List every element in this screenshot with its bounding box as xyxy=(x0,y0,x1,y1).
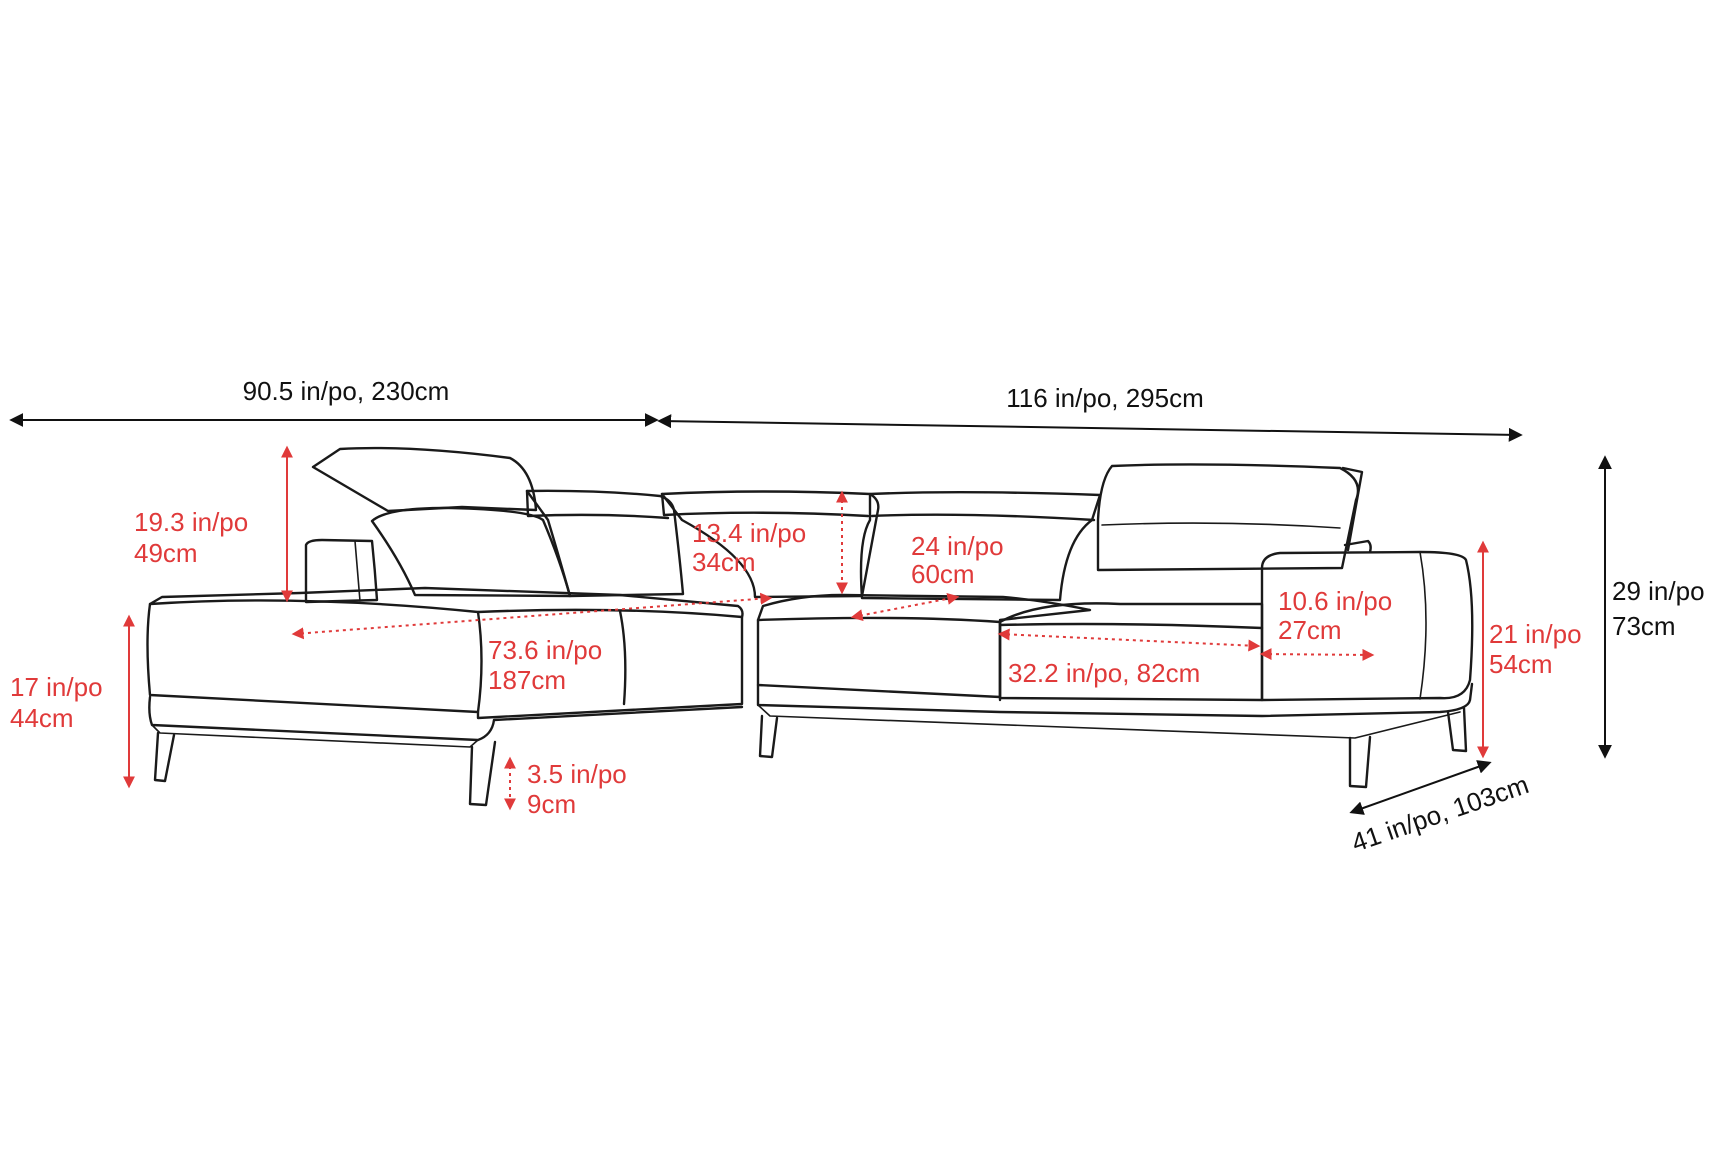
seat-depth-metric: 60cm xyxy=(911,559,975,589)
backrest-height-imperial: 13.4 in/po xyxy=(692,518,806,548)
chaise-leg-front xyxy=(468,740,497,807)
middle-seat-front xyxy=(756,616,1002,624)
overall-height-imperial: 29 in/po xyxy=(1612,576,1705,606)
left-back-cushion xyxy=(370,506,572,598)
back-top-corner xyxy=(870,513,1096,522)
back-cushion-left-2 xyxy=(525,489,685,598)
right-leg-front xyxy=(758,714,779,759)
right-seat-edge xyxy=(998,622,1264,630)
back-top-middle xyxy=(660,492,870,518)
left-headrest-tilted xyxy=(311,446,538,513)
overall-height-metric: 73cm xyxy=(1612,611,1676,641)
right-headrest-bracket xyxy=(1341,466,1364,552)
leg-height-metric: 9cm xyxy=(527,789,576,819)
chaise-leg-left xyxy=(153,731,176,783)
chaise-plinth xyxy=(148,695,744,742)
seat-width-arrow xyxy=(997,628,1261,652)
arm-width-imperial: 10.6 in/po xyxy=(1278,586,1392,616)
sofa-outline xyxy=(146,446,1474,807)
chaise-length-metric: 187cm xyxy=(488,665,566,695)
right-headrest xyxy=(1096,463,1360,572)
seat-height-imperial: 17 in/po xyxy=(10,672,103,702)
back-cushion-middle xyxy=(660,490,880,599)
leg-height-imperial: 3.5 in/po xyxy=(527,759,627,789)
chaise-seat-top xyxy=(148,599,744,619)
right-plinth xyxy=(756,682,1474,718)
right-leg-corner xyxy=(1348,735,1372,789)
right-width-arrow xyxy=(657,414,1523,442)
chaise-cushion-split xyxy=(618,609,627,706)
depth-label: 41 in/po, 103cm xyxy=(1348,769,1533,858)
arm-width-arrow xyxy=(1259,648,1375,661)
right-width-label: 116 in/po, 295cm xyxy=(1006,383,1204,413)
back-height-metric: 49cm xyxy=(134,538,198,568)
right-base xyxy=(757,704,1461,739)
seat-depth-imperial: 24 in/po xyxy=(911,531,1004,561)
chaise-seat xyxy=(146,586,744,720)
left-width-label: 90.5 in/po, 230cm xyxy=(243,376,450,406)
left-armrest-inner xyxy=(354,540,361,602)
middle-seat xyxy=(756,593,1092,699)
seat-height-metric: 44cm xyxy=(10,703,74,733)
back-cushion-corner xyxy=(859,491,1102,602)
depth-arrow xyxy=(1349,760,1492,815)
right-armrest-cap xyxy=(1343,539,1372,554)
chaise-length-arrow xyxy=(291,592,773,640)
arm-height-metric: 54cm xyxy=(1489,649,1553,679)
chaise-cushion-front xyxy=(476,610,483,714)
arm-height-imperial: 21 in/po xyxy=(1489,619,1582,649)
right-armrest xyxy=(1260,550,1474,702)
right-headrest-seam xyxy=(1101,522,1341,529)
chaise-length-imperial: 73.6 in/po xyxy=(488,635,602,665)
interior-dimensions: 19.3 in/po 49cm 17 in/po 44cm 73.6 in/po… xyxy=(10,445,1582,819)
chaise-base xyxy=(151,724,479,748)
right-armrest-inner xyxy=(1419,551,1427,700)
back-height-imperial: 19.3 in/po xyxy=(134,507,248,537)
arm-width-metric: 27cm xyxy=(1278,615,1342,645)
back-top-left-2 xyxy=(525,489,670,520)
backrest-height-metric: 34cm xyxy=(692,547,756,577)
right-leg-back xyxy=(1446,706,1468,753)
seat-width-label: 32.2 in/po, 82cm xyxy=(1008,658,1200,688)
